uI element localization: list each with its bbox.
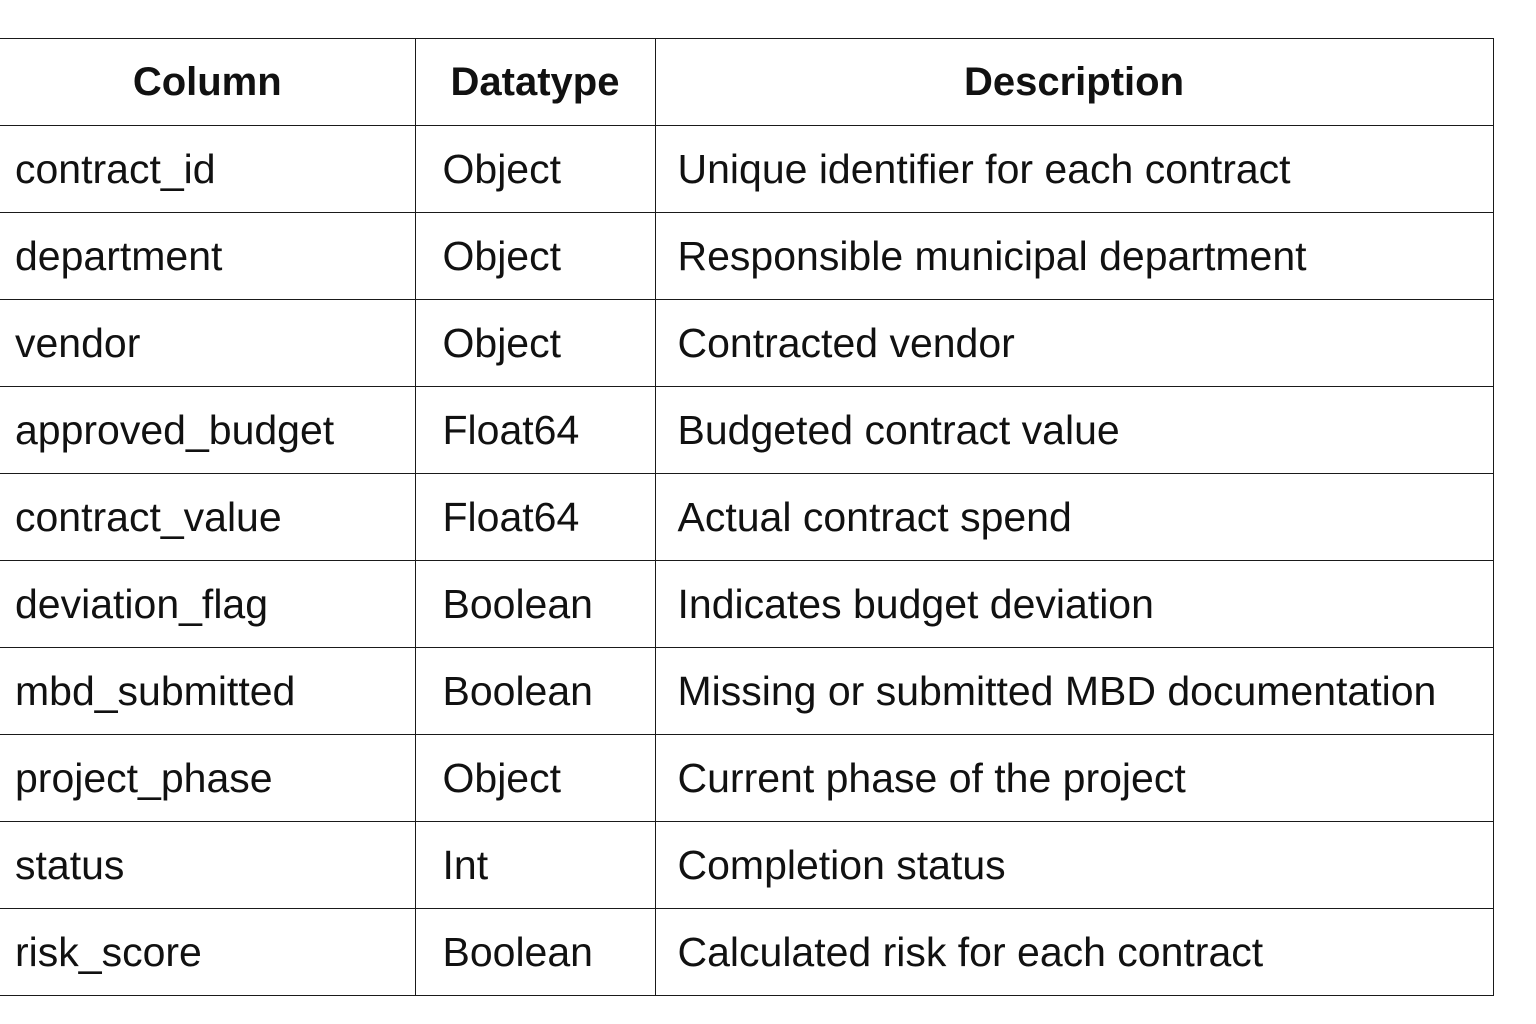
cell-description: Indicates budget deviation	[654, 560, 1494, 648]
table-row: risk_score Boolean Calculated risk for e…	[0, 908, 1494, 996]
table-row: vendor Object Contracted vendor	[0, 299, 1494, 387]
cell-datatype: Boolean	[414, 560, 656, 648]
cell-description: Current phase of the project	[654, 734, 1494, 822]
table-row: contract_value Float64 Actual contract s…	[0, 473, 1494, 561]
cell-datatype: Boolean	[414, 647, 656, 735]
cell-datatype: Object	[414, 734, 656, 822]
cell-datatype: Int	[414, 821, 656, 909]
cell-description: Budgeted contract value	[654, 386, 1494, 474]
table-row: mbd_submitted Boolean Missing or submitt…	[0, 647, 1494, 735]
cell-column-name: project_phase	[0, 734, 416, 822]
table-row: department Object Responsible municipal …	[0, 212, 1494, 300]
cell-description: Completion status	[654, 821, 1494, 909]
cell-column-name: mbd_submitted	[0, 647, 416, 735]
schema-table: Column Datatype Description contract_id …	[0, 38, 1494, 996]
cell-description: Unique identifier for each contract	[654, 125, 1494, 213]
cell-datatype: Boolean	[414, 908, 656, 996]
cell-column-name: vendor	[0, 299, 416, 387]
cell-column-name: deviation_flag	[0, 560, 416, 648]
cell-datatype: Object	[414, 212, 656, 300]
cell-column-name: status	[0, 821, 416, 909]
cell-description: Calculated risk for each contract	[654, 908, 1494, 996]
cell-datatype: Object	[414, 299, 656, 387]
cell-datatype: Object	[414, 125, 656, 213]
table-row: contract_id Object Unique identifier for…	[0, 125, 1494, 213]
cell-column-name: contract_value	[0, 473, 416, 561]
cell-description: Missing or submitted MBD documentation	[654, 647, 1494, 735]
header-description: Description	[654, 38, 1494, 126]
cell-description: Actual contract spend	[654, 473, 1494, 561]
cell-description: Responsible municipal department	[654, 212, 1494, 300]
table-row: deviation_flag Boolean Indicates budget …	[0, 560, 1494, 648]
table-row: project_phase Object Current phase of th…	[0, 734, 1494, 822]
cell-column-name: approved_budget	[0, 386, 416, 474]
cell-description: Contracted vendor	[654, 299, 1494, 387]
cell-column-name: department	[0, 212, 416, 300]
table-header-row: Column Datatype Description	[0, 38, 1494, 126]
cell-datatype: Float64	[414, 386, 656, 474]
header-column: Column	[0, 38, 416, 126]
schema-table-container: Column Datatype Description contract_id …	[0, 38, 1494, 996]
cell-column-name: risk_score	[0, 908, 416, 996]
header-datatype: Datatype	[414, 38, 656, 126]
table-row: approved_budget Float64 Budgeted contrac…	[0, 386, 1494, 474]
table-row: status Int Completion status	[0, 821, 1494, 909]
cell-column-name: contract_id	[0, 125, 416, 213]
cell-datatype: Float64	[414, 473, 656, 561]
